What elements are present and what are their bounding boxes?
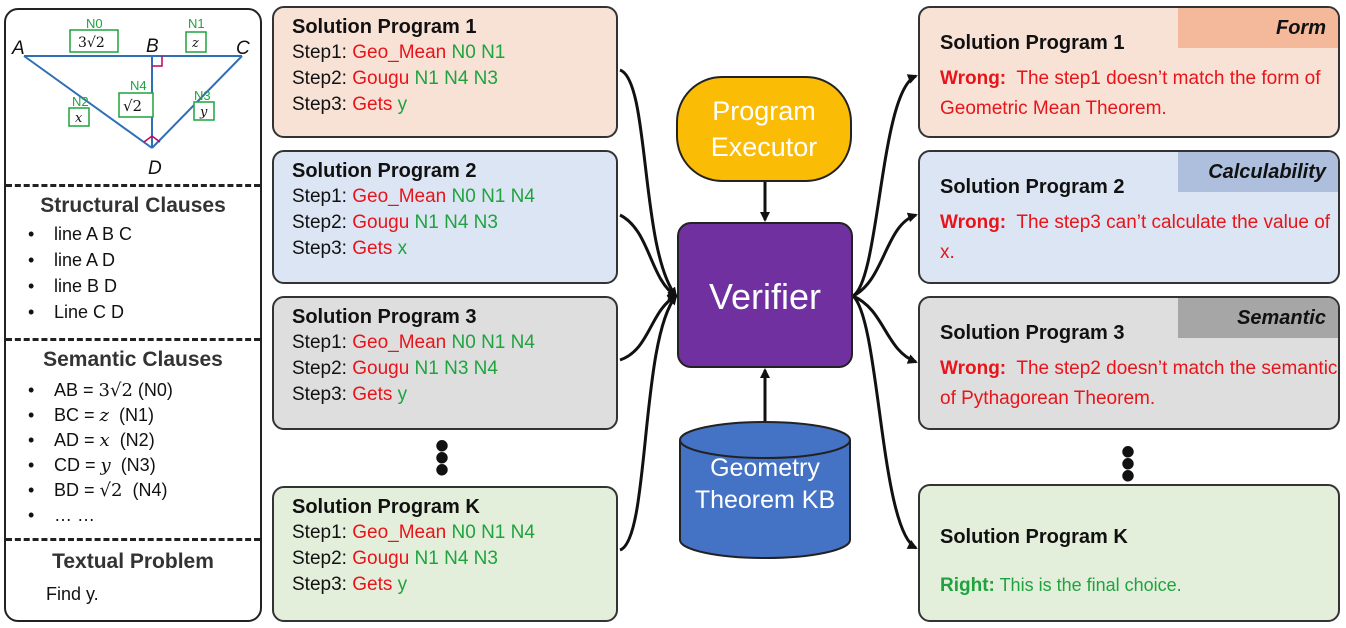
tag-n4-value: √2: [123, 97, 142, 115]
ellipsis-dots: •••: [1120, 430, 1135, 498]
tag-n0-value: 3√2: [78, 35, 105, 51]
structural-clause: •Line C D: [28, 302, 125, 322]
program-title: Solution Program 1: [292, 16, 477, 38]
textual-problem-title: Textual Problem: [52, 550, 214, 573]
textual-problem-body: Find y.: [46, 584, 99, 604]
structural-clause: •line B D: [28, 276, 118, 296]
point-d-label: D: [148, 158, 162, 179]
semantic-clause: •AB = 3√2 (N0): [28, 380, 173, 401]
program-step: Step1: Geo_Mean N0 N1: [292, 42, 506, 63]
arrow-program-k-to-verifier: [619, 294, 678, 552]
tag-n2-value: x: [75, 111, 83, 126]
arrow-program-2-to-verifier: [619, 213, 678, 298]
semantic-clause: •BD = √2 (N4): [28, 480, 168, 501]
result-message: Wrong: The step2 doesn’t match the seman…: [940, 358, 1338, 409]
structural-clause: •line A D: [28, 250, 116, 270]
tag-n1: N1: [188, 16, 205, 31]
error-type-tag: Form: [1178, 8, 1338, 48]
program-step: Step3: Gets y: [292, 94, 408, 115]
program-step: Step2: Gougu N1 N3 N4: [292, 358, 498, 379]
point-a-label: A: [11, 38, 25, 59]
tag-n0: N0: [86, 16, 103, 31]
tag-n3-value: y: [199, 105, 208, 120]
program-box-2: Solution Program 2 Step1: Geo_Mean N0 N1…: [272, 150, 618, 284]
arrow-verifier-to-result-1: [852, 74, 918, 298]
structural-clauses-title: Structural Clauses: [40, 194, 226, 217]
point-b-label: B: [146, 36, 159, 57]
tag-n1-box: [185, 31, 207, 53]
program-step: Step1: Geo_Mean N0 N1 N4: [292, 186, 535, 207]
result-title: Solution Program 3: [940, 322, 1125, 344]
structural-clause: •line A B C: [28, 224, 133, 244]
semantic-clauses-title: Semantic Clauses: [43, 348, 223, 371]
program-step: Step3: Gets x: [292, 238, 408, 259]
program-title: Solution Program 2: [292, 160, 477, 182]
point-c-label: C: [236, 38, 250, 59]
arrow-verifier-to-result-k: [851, 294, 918, 550]
program-box-1: Solution Program 1 Step1: Geo_Mean N0 N1…: [272, 6, 618, 138]
tag-n3: N3: [194, 88, 211, 103]
arrow-verifier-to-result-3: [852, 294, 918, 364]
tag-n3-box: [193, 101, 215, 121]
right-angle-mark-b: [152, 56, 163, 67]
divider: [6, 338, 260, 341]
result-message: Wrong: The step1 doesn’t match the form …: [940, 68, 1321, 119]
geometry-theorem-kb-label: Geometry Theorem KB: [694, 454, 836, 514]
program-step: Step1: Geo_Mean N0 N1 N4: [292, 522, 535, 543]
arrow-program-1-to-verifier: [619, 68, 678, 298]
result-message: Right: This is the final choice.: [940, 575, 1182, 596]
divider: [6, 538, 260, 541]
semantic-clause: •CD = y (N3): [28, 455, 156, 476]
tag-n4: N4: [130, 78, 147, 93]
error-type-tag: Calculability: [1178, 152, 1338, 192]
program-step: Step2: Gougu N1 N4 N3: [292, 548, 498, 569]
program-step: Step2: Gougu N1 N4 N3: [292, 212, 498, 233]
program-step: Step3: Gets y: [292, 384, 408, 405]
result-title: Solution Program 1: [940, 32, 1125, 54]
tag-n2: N2: [72, 94, 89, 109]
result-box-2: Calculability Solution Program 2 Wrong: …: [918, 150, 1340, 284]
tag-n4-box: [118, 92, 154, 118]
arrow-verifier-to-result-2: [852, 212, 918, 298]
geometry-figure: A B C D N0 3√2 N1 z N2 x N4 √2 N3 y: [11, 16, 250, 179]
program-step: Step1: Geo_Mean N0 N1 N4: [292, 332, 535, 353]
semantic-clause: •AD = x (N2): [28, 430, 155, 451]
tag-n2-box: [68, 107, 90, 127]
tag-n1-value: z: [191, 36, 199, 51]
semantic-clause: •BC = z (N1): [28, 405, 155, 426]
program-step: Step2: Gougu N1 N4 N3: [292, 68, 498, 89]
program-box-k: Solution Program K Step1: Geo_Mean N0 N1…: [272, 486, 618, 622]
verifier-node: Verifier: [677, 222, 853, 368]
result-box-1: Form Solution Program 1 Wrong: The step1…: [918, 6, 1340, 138]
result-title: Solution Program K: [940, 526, 1128, 548]
error-type-tag: Semantic: [1178, 298, 1338, 338]
result-message: Wrong: The step3 can’t calculate the val…: [940, 212, 1331, 263]
arrow-program-3-to-verifier: [619, 294, 678, 362]
program-title: Solution Program 3: [292, 306, 477, 328]
semantic-clause: •… …: [28, 505, 96, 525]
line-ad: [23, 55, 153, 149]
program-box-3: Solution Program 3 Step1: Geo_Mean N0 N1…: [272, 296, 618, 430]
problem-panel: A B C D N0 3√2 N1 z N2 x N4 √2 N3 y Stru…: [4, 8, 262, 622]
right-angle-mark-d: [143, 135, 161, 143]
result-box-k: Solution Program K Right: This is the fi…: [918, 484, 1340, 622]
program-step: Step3: Gets y: [292, 574, 408, 595]
program-title: Solution Program K: [292, 496, 480, 518]
result-title: Solution Program 2: [940, 176, 1125, 198]
divider: [6, 184, 260, 187]
tag-n0-box: [69, 29, 119, 53]
program-executor-node: Program Executor: [676, 76, 852, 182]
result-box-3: Semantic Solution Program 3 Wrong: The s…: [918, 296, 1340, 430]
kb-cylinder: [679, 421, 851, 559]
